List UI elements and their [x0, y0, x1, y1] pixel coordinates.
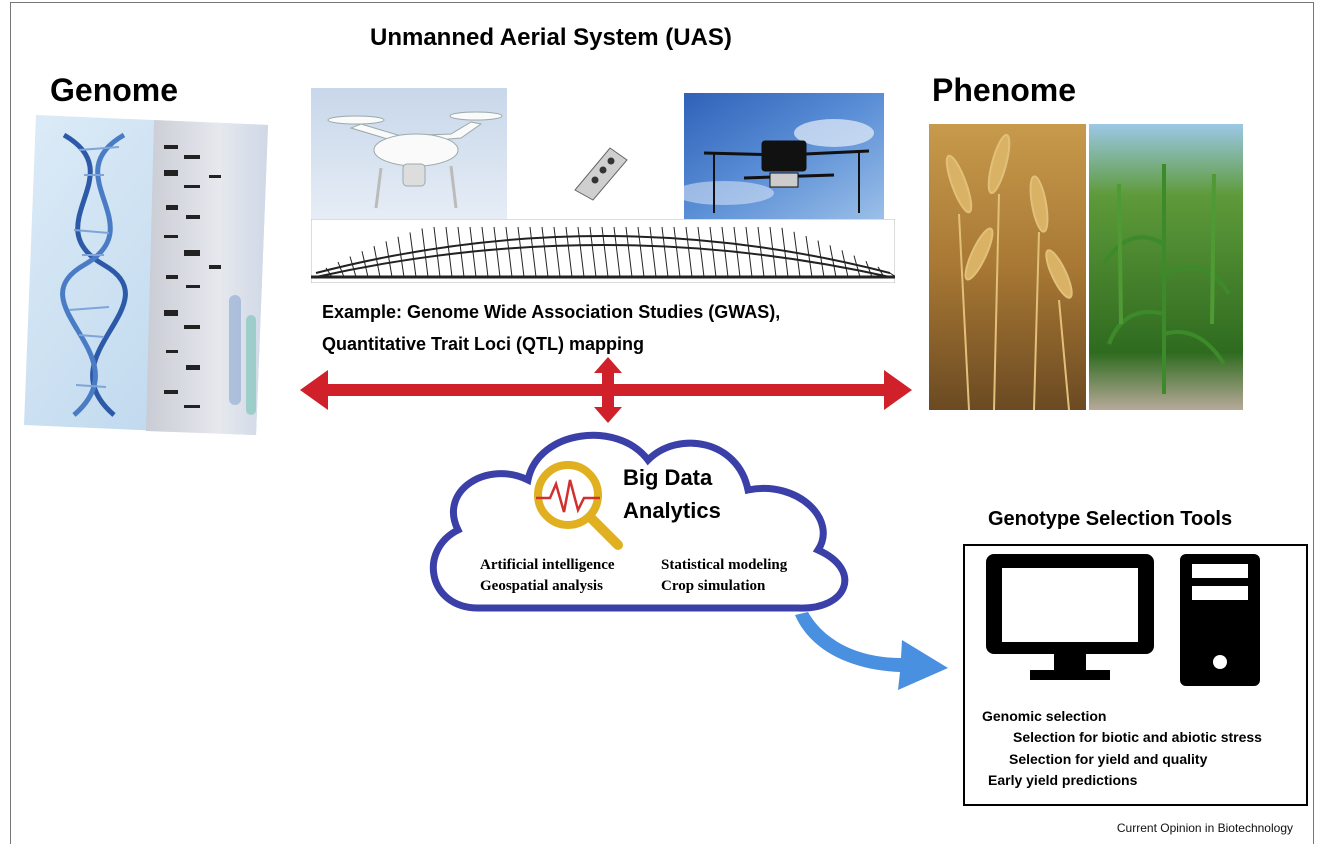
credit-text: Current Opinion in Biotechnology: [1116, 821, 1293, 835]
genotype-item-early-yield: Early yield predictions: [988, 772, 1138, 788]
multispectral-sensor-icon: [574, 147, 628, 201]
phenome-label: Phenome: [932, 72, 1077, 108]
figure-frame: [10, 2, 1314, 844]
uas-title: Unmanned Aerial System (UAS): [370, 24, 732, 51]
vertical-double-arrow-icon: [594, 357, 622, 423]
phenome-image: [929, 124, 1243, 410]
example-line-1: Example: Genome Wide Association Studies…: [322, 302, 781, 322]
dna-helix-icon: [60, 132, 128, 417]
genotype-item-genomic: Genomic selection: [982, 708, 1107, 724]
hexacopter-icon: [703, 140, 870, 213]
gel-bands-icon: [164, 145, 221, 408]
cloud-item-stat: Statistical modeling: [661, 557, 788, 573]
genome-label: Genome: [50, 72, 179, 108]
genome-image: [24, 115, 268, 435]
flow-arrow: [795, 612, 948, 690]
example-text: Example: Genome Wide Association Studies…: [322, 296, 780, 360]
cloud-item-ai: Artificial intelligence: [480, 557, 615, 573]
big-data-line-1: Big Data: [623, 465, 713, 490]
example-line-2: Quantitative Trait Loci (QTL) mapping: [322, 334, 645, 354]
genotype-tools-title: Genotype Selection Tools: [988, 508, 1233, 530]
cloud-outline: [429, 431, 849, 612]
wheat-field-icon: [945, 133, 1073, 410]
drone-image-right: [684, 93, 884, 219]
magnifier-icon: [534, 461, 623, 550]
monitor-icon: [986, 554, 1154, 680]
red-arrows: [300, 357, 912, 423]
big-data-line-2: Analytics: [623, 498, 721, 523]
computer-image: [986, 554, 1260, 686]
curved-arrow-icon: [795, 612, 948, 690]
quadcopter-icon: [327, 111, 503, 209]
genotype-item-stress: Selection for biotic and abiotic stress: [1013, 729, 1262, 745]
cloud-item-geo: Geospatial analysis: [480, 578, 603, 594]
big-data-cloud: Big Data Analytics Artificial intelligen…: [429, 431, 849, 612]
arch-bridge-icon: [311, 226, 895, 279]
bridge-image: [311, 219, 895, 283]
test-tubes-icon: [229, 295, 256, 415]
corn-plant-icon: [1102, 164, 1231, 394]
drone-image-left: [311, 88, 507, 220]
computer-tower-icon: [1180, 554, 1260, 686]
genotype-tools-box: [963, 544, 1308, 806]
genotype-item-yield-quality: Selection for yield and quality: [1009, 751, 1208, 767]
sensor-image: [574, 147, 628, 201]
cloud-item-crop: Crop simulation: [661, 578, 766, 594]
